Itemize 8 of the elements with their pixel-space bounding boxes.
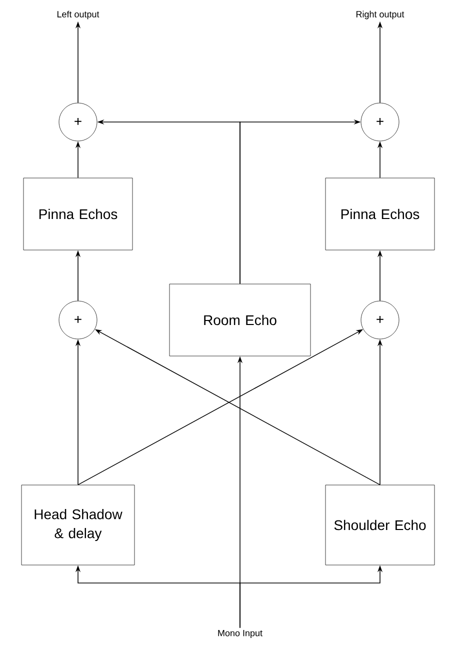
io-label: Right output xyxy=(356,10,404,20)
process-box: Pinna Echos xyxy=(23,178,133,250)
process-box: Pinna Echos xyxy=(325,178,435,250)
process-box: Room Echo xyxy=(169,284,311,356)
process-box: Head Shadow & delay xyxy=(21,484,135,566)
io-label: Mono Input xyxy=(218,630,262,638)
io-label: Left output xyxy=(57,10,100,20)
process-box: Shoulder Echo xyxy=(325,484,435,566)
